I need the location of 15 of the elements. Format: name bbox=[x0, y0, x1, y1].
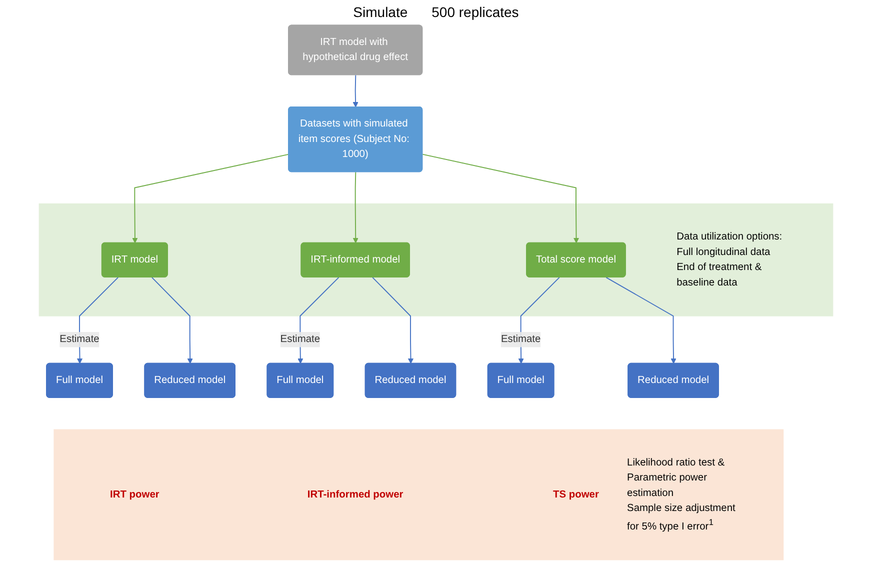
edge-label: Estimate bbox=[60, 334, 100, 345]
edge-label: Estimate bbox=[280, 334, 320, 345]
node-text: IRT-informed power bbox=[307, 488, 404, 500]
arrow bbox=[151, 276, 193, 364]
arrow bbox=[422, 154, 580, 244]
arrow bbox=[352, 74, 358, 108]
node-text: TS power bbox=[553, 488, 599, 500]
annotation-text: 500 replicates bbox=[432, 4, 519, 20]
arrow bbox=[606, 276, 676, 364]
arrow bbox=[132, 154, 290, 244]
edge-label: Estimate bbox=[500, 334, 541, 345]
arrow bbox=[372, 276, 414, 364]
arrow bbox=[352, 172, 358, 244]
node-text: IRT power bbox=[110, 488, 160, 500]
annotation-text: Simulate bbox=[353, 4, 408, 20]
